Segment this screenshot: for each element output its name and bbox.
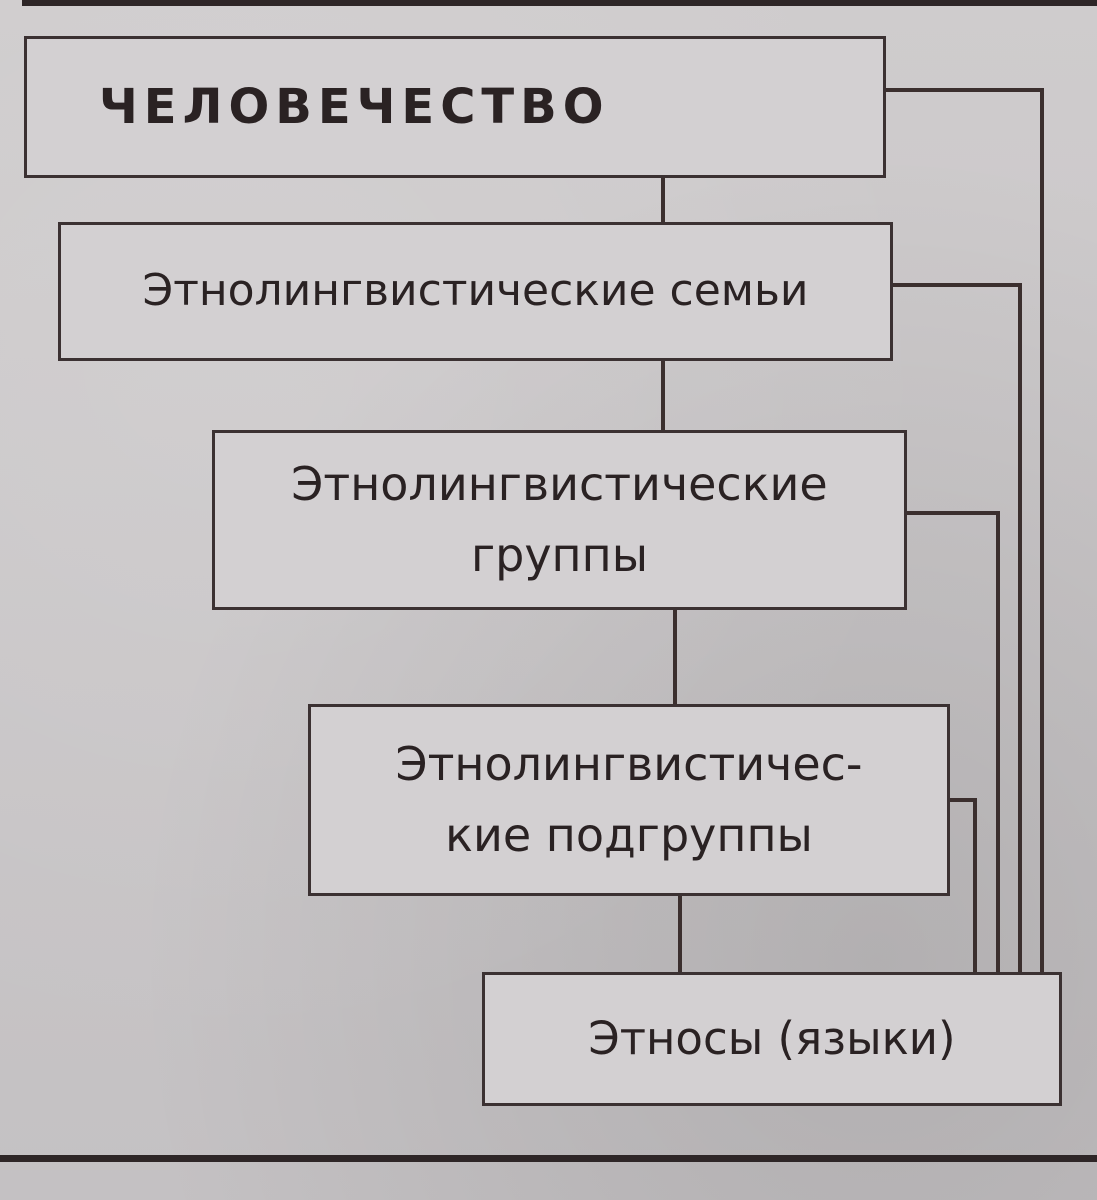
node-subgroups-label: Этнолингвистичес- кие подгруппы [395, 736, 863, 862]
node-families-label: Этнолингвистические семьи [142, 265, 809, 317]
node-ethnolinguistic-families: Этнолингвистические семьи [58, 222, 893, 361]
node-humanity: ЧЕЛОВЕЧЕСТВО [24, 36, 886, 178]
edge-humanity-ethnoses [886, 88, 1044, 972]
node-ethnoses: Этносы (языки) [482, 972, 1062, 1106]
node-humanity-label: ЧЕЛОВЕЧЕСТВО [99, 78, 610, 135]
node-ethnoses-label: Этносы (языки) [588, 1012, 956, 1066]
bottom-rule-line [0, 1155, 1097, 1162]
edge-families-ethnoses [893, 283, 1022, 972]
edge-groups-ethnoses [907, 511, 1000, 972]
edge-subgroups-ethnoses-side [950, 798, 977, 972]
node-groups-label: Этнолингвистические группы [291, 456, 828, 582]
top-rule-line [22, 0, 1097, 6]
node-ethnolinguistic-subgroups: Этнолингвистичес- кие подгруппы [308, 704, 950, 896]
node-ethnolinguistic-groups: Этнолингвистические группы [212, 430, 907, 610]
